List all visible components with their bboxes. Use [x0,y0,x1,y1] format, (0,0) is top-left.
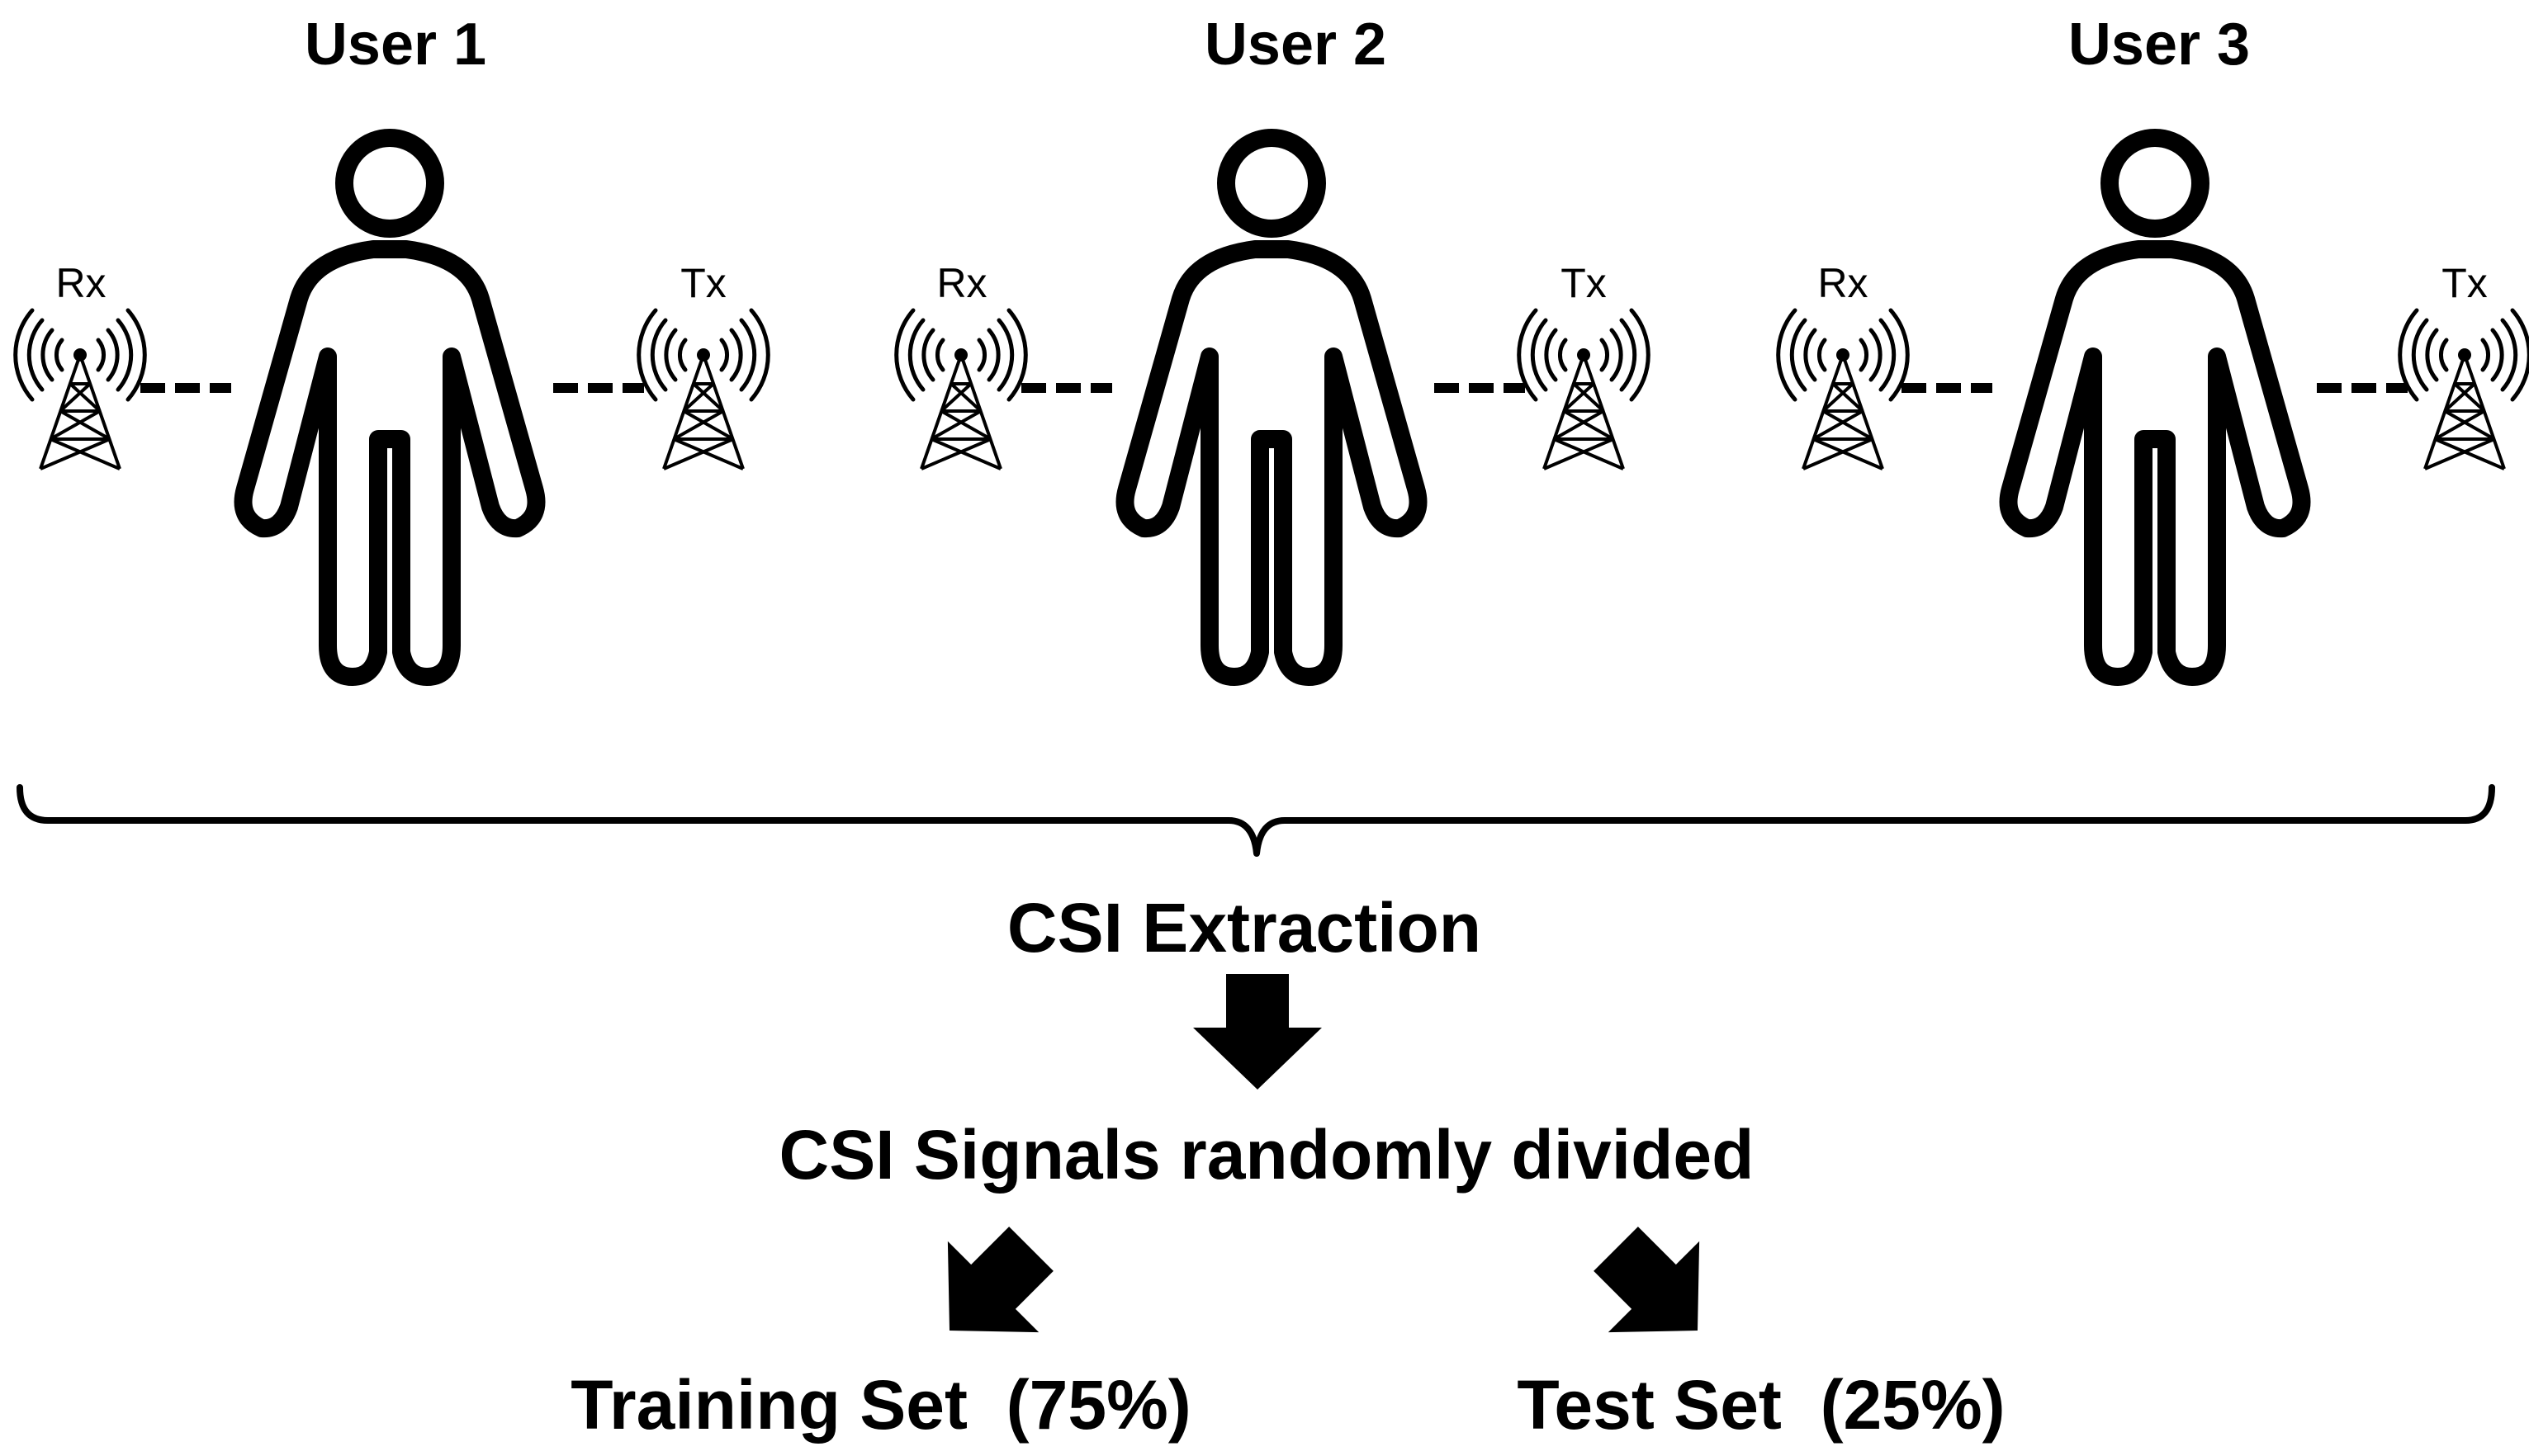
person-outline-icon [2009,138,2302,677]
grouping-brace [17,784,2495,857]
user-1-label: User 1 [304,12,487,78]
user-1-rx-label: Rx [55,260,107,306]
training-set-label: Training Set (75%) [571,1366,1191,1444]
antenna-tower-icon [897,310,1026,469]
user-3-label: User 3 [2067,12,2251,78]
csi-signals-divided-label: CSI Signals randomly divided [779,1116,1755,1194]
down-right-arrow-icon [1570,1203,1744,1377]
user-2-group [897,138,1649,677]
antenna-tower-icon [1519,310,1649,469]
user-1-group [16,138,769,677]
user-3-rx-label: Rx [1817,260,1868,306]
person-outline-icon [244,138,537,677]
antenna-tower-icon [639,310,769,469]
antenna-tower-icon [1778,310,1908,469]
user-3-group [1778,138,2529,677]
test-set-label: Test Set (25%) [1517,1366,2006,1444]
user-1-tx-label: Tx [680,260,727,306]
antenna-tower-icon [2400,310,2529,469]
down-left-arrow-icon [903,1203,1077,1377]
user-2-label: User 2 [1204,12,1387,78]
antenna-tower-icon [16,310,145,469]
down-arrow-icon [1193,974,1322,1090]
person-outline-icon [1125,138,1418,677]
user-2-rx-label: Rx [936,260,987,306]
csi-extraction-label: CSI Extraction [1006,889,1482,967]
user-2-tx-label: Tx [1560,260,1607,306]
user-3-tx-label: Tx [2441,260,2488,306]
